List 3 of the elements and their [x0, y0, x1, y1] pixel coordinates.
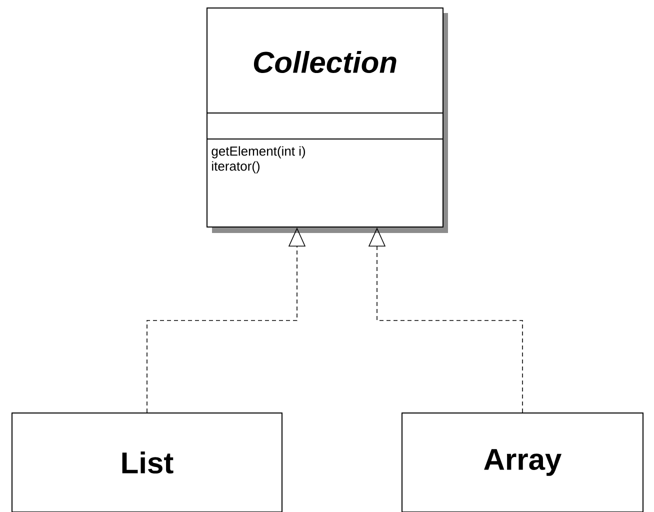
class-box: Collection getElement(int i) iterator() [206, 8, 448, 233]
class-box: List [12, 412, 282, 512]
class-box: Array [402, 412, 644, 512]
